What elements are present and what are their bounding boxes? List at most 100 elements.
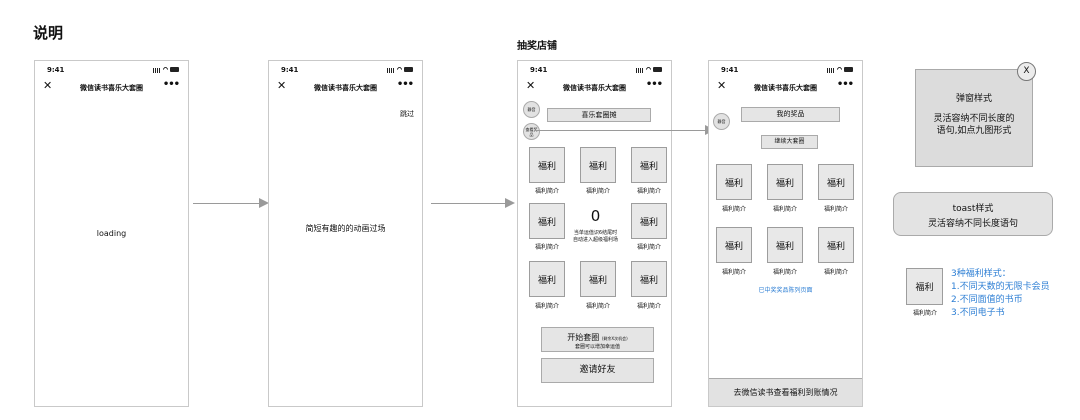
close-icon[interactable]: ✕ [43,79,53,92]
wifi-icon [835,65,844,74]
legend-heading: 3种福利样式： [951,269,1011,279]
prize-caption: 福利简介 [534,303,559,310]
animation-text: 简短有趣的的动画过场 [305,224,386,233]
close-icon[interactable]: ✕ [277,79,287,92]
toast-desc: 灵活容纳不同长度语句 [927,219,1018,229]
phone-screen-shop: 9:41 ✕ 微信读书喜乐大套圈 ••• 静音 查看奖品 喜乐套圈摊 福利 福利… [517,60,672,407]
status-time: 9:41 [281,66,299,74]
signal-icon [387,68,394,73]
start-button-sub: 套圈可以增加幸运值 [574,344,620,350]
status-time: 9:41 [721,66,739,74]
prize-caption: 福利简介 [823,206,848,213]
bottom-link-bar[interactable]: 去微信读书查看福利到账情况 [709,378,862,406]
prize-box: 福利 [818,227,854,263]
legend-item: 1.不同天数的无限卡会员 [951,282,1050,292]
prize-box: 福利 [767,164,803,200]
signal-icon [827,68,834,73]
prize-box: 福利 [529,261,565,297]
prize-caption: 福利简介 [585,188,610,195]
skip-button[interactable]: 跳过 [400,110,414,118]
more-icon[interactable]: ••• [396,79,414,90]
status-icons [387,65,413,74]
flow-arrow-line [193,203,259,204]
popup-title: 弹窗样式 [955,94,992,104]
status-time: 9:41 [47,66,65,74]
start-button-label: 开始套圈 [567,333,600,342]
signal-icon [153,68,160,73]
prize-caption: 福利简介 [636,244,661,251]
prize-box: 福利 [716,164,752,200]
popup-desc-1: 灵活容纳不同长度的 [933,114,1015,124]
prize-caption: 福利简介 [534,244,559,251]
prize-box: 福利 [631,203,667,239]
mute-button[interactable]: 静音 [523,101,540,118]
shown-prizes-note: 已中奖奖品陈列页面 [758,287,813,294]
mute-button[interactable]: 静音 [713,113,730,130]
legend-item: 2.不同面值的书币 [951,295,1023,305]
loading-text: loading [96,229,127,238]
battery-icon [844,67,853,72]
nav-title: 微信读书喜乐大套圈 [754,84,817,92]
battery-icon [653,67,662,72]
prize-caption: 福利简介 [636,188,661,195]
start-button-note: (剩余X次机会) [601,336,628,341]
invite-friends-button[interactable]: 邀请好友 [541,358,654,383]
prize-box: 福利 [631,261,667,297]
status-icons [827,65,853,74]
start-ring-toss-button[interactable]: 开始套圈 (剩余X次机会) 套圈可以增加幸运值 [541,327,654,352]
flow-arrow-head [505,198,515,208]
phone-screen-loading: 9:41 ✕ 微信读书喜乐大套圈 ••• loading [34,60,189,407]
my-prizes-title: 我的奖品 [741,107,840,122]
more-icon[interactable]: ••• [162,79,180,90]
legend-prize-caption: 福利简介 [912,310,937,317]
wifi-icon [161,65,170,74]
nav-title: 微信读书喜乐大套圈 [563,84,626,92]
status-icons [636,65,662,74]
flow-arrow-line [535,130,705,131]
prize-caption: 福利简介 [585,303,610,310]
battery-icon [404,67,413,72]
legend-list: 3种福利样式： 1.不同天数的无限卡会员 2.不同面值的书币 3.不同电子书 [951,268,1050,320]
counter-hint-2: 自动进入超级福利场 [572,237,618,243]
prize-box: 福利 [580,147,616,183]
prize-caption: 福利简介 [772,206,797,213]
more-icon[interactable]: ••• [645,79,663,90]
legend-prize-box: 福利 [906,268,943,305]
close-icon[interactable]: ✕ [717,79,727,92]
signal-icon [636,68,643,73]
phone-screen-my-prizes: 9:41 ✕ 微信读书喜乐大套圈 ••• 静音 我的奖品 继续大套圈 福利 福利… [708,60,863,407]
legend-item: 3.不同电子书 [951,308,1005,318]
popup-desc-2: 语句,如点九图形式 [936,126,1012,136]
luck-counter: 0 [590,207,601,225]
nav-title: 微信读书喜乐大套圈 [80,84,143,92]
phone-screen-animation: 9:41 ✕ 微信读书喜乐大套圈 ••• 跳过 简短有趣的的动画过场 [268,60,423,407]
prize-box: 福利 [580,261,616,297]
battery-icon [170,67,179,72]
prize-box: 福利 [716,227,752,263]
flow-arrow-head [259,198,269,208]
view-prizes-button[interactable]: 查看奖品 [523,123,540,140]
page-title: 说明 [33,24,64,42]
prize-caption: 福利简介 [721,206,746,213]
toast-style-sample: toast样式 灵活容纳不同长度语句 [893,192,1053,236]
wifi-icon [644,65,653,74]
prize-caption: 福利简介 [823,269,848,276]
popup-close-icon[interactable]: X [1017,62,1036,81]
prize-caption: 福利简介 [721,269,746,276]
prize-caption: 福利简介 [772,269,797,276]
flow-arrow-line [431,203,505,204]
banner-title: 喜乐套圈摊 [547,108,651,122]
continue-button[interactable]: 继续大套圈 [761,135,818,149]
status-icons [153,65,179,74]
nav-title: 微信读书喜乐大套圈 [314,84,377,92]
prize-box: 福利 [767,227,803,263]
close-icon[interactable]: ✕ [526,79,536,92]
more-icon[interactable]: ••• [836,79,854,90]
shop-section-title: 抽奖店铺 [517,41,557,52]
prize-caption: 福利简介 [534,188,559,195]
status-time: 9:41 [530,66,548,74]
prize-box: 福利 [529,203,565,239]
prize-box: 福利 [529,147,565,183]
prize-box: 福利 [818,164,854,200]
toast-title: toast样式 [952,204,994,214]
